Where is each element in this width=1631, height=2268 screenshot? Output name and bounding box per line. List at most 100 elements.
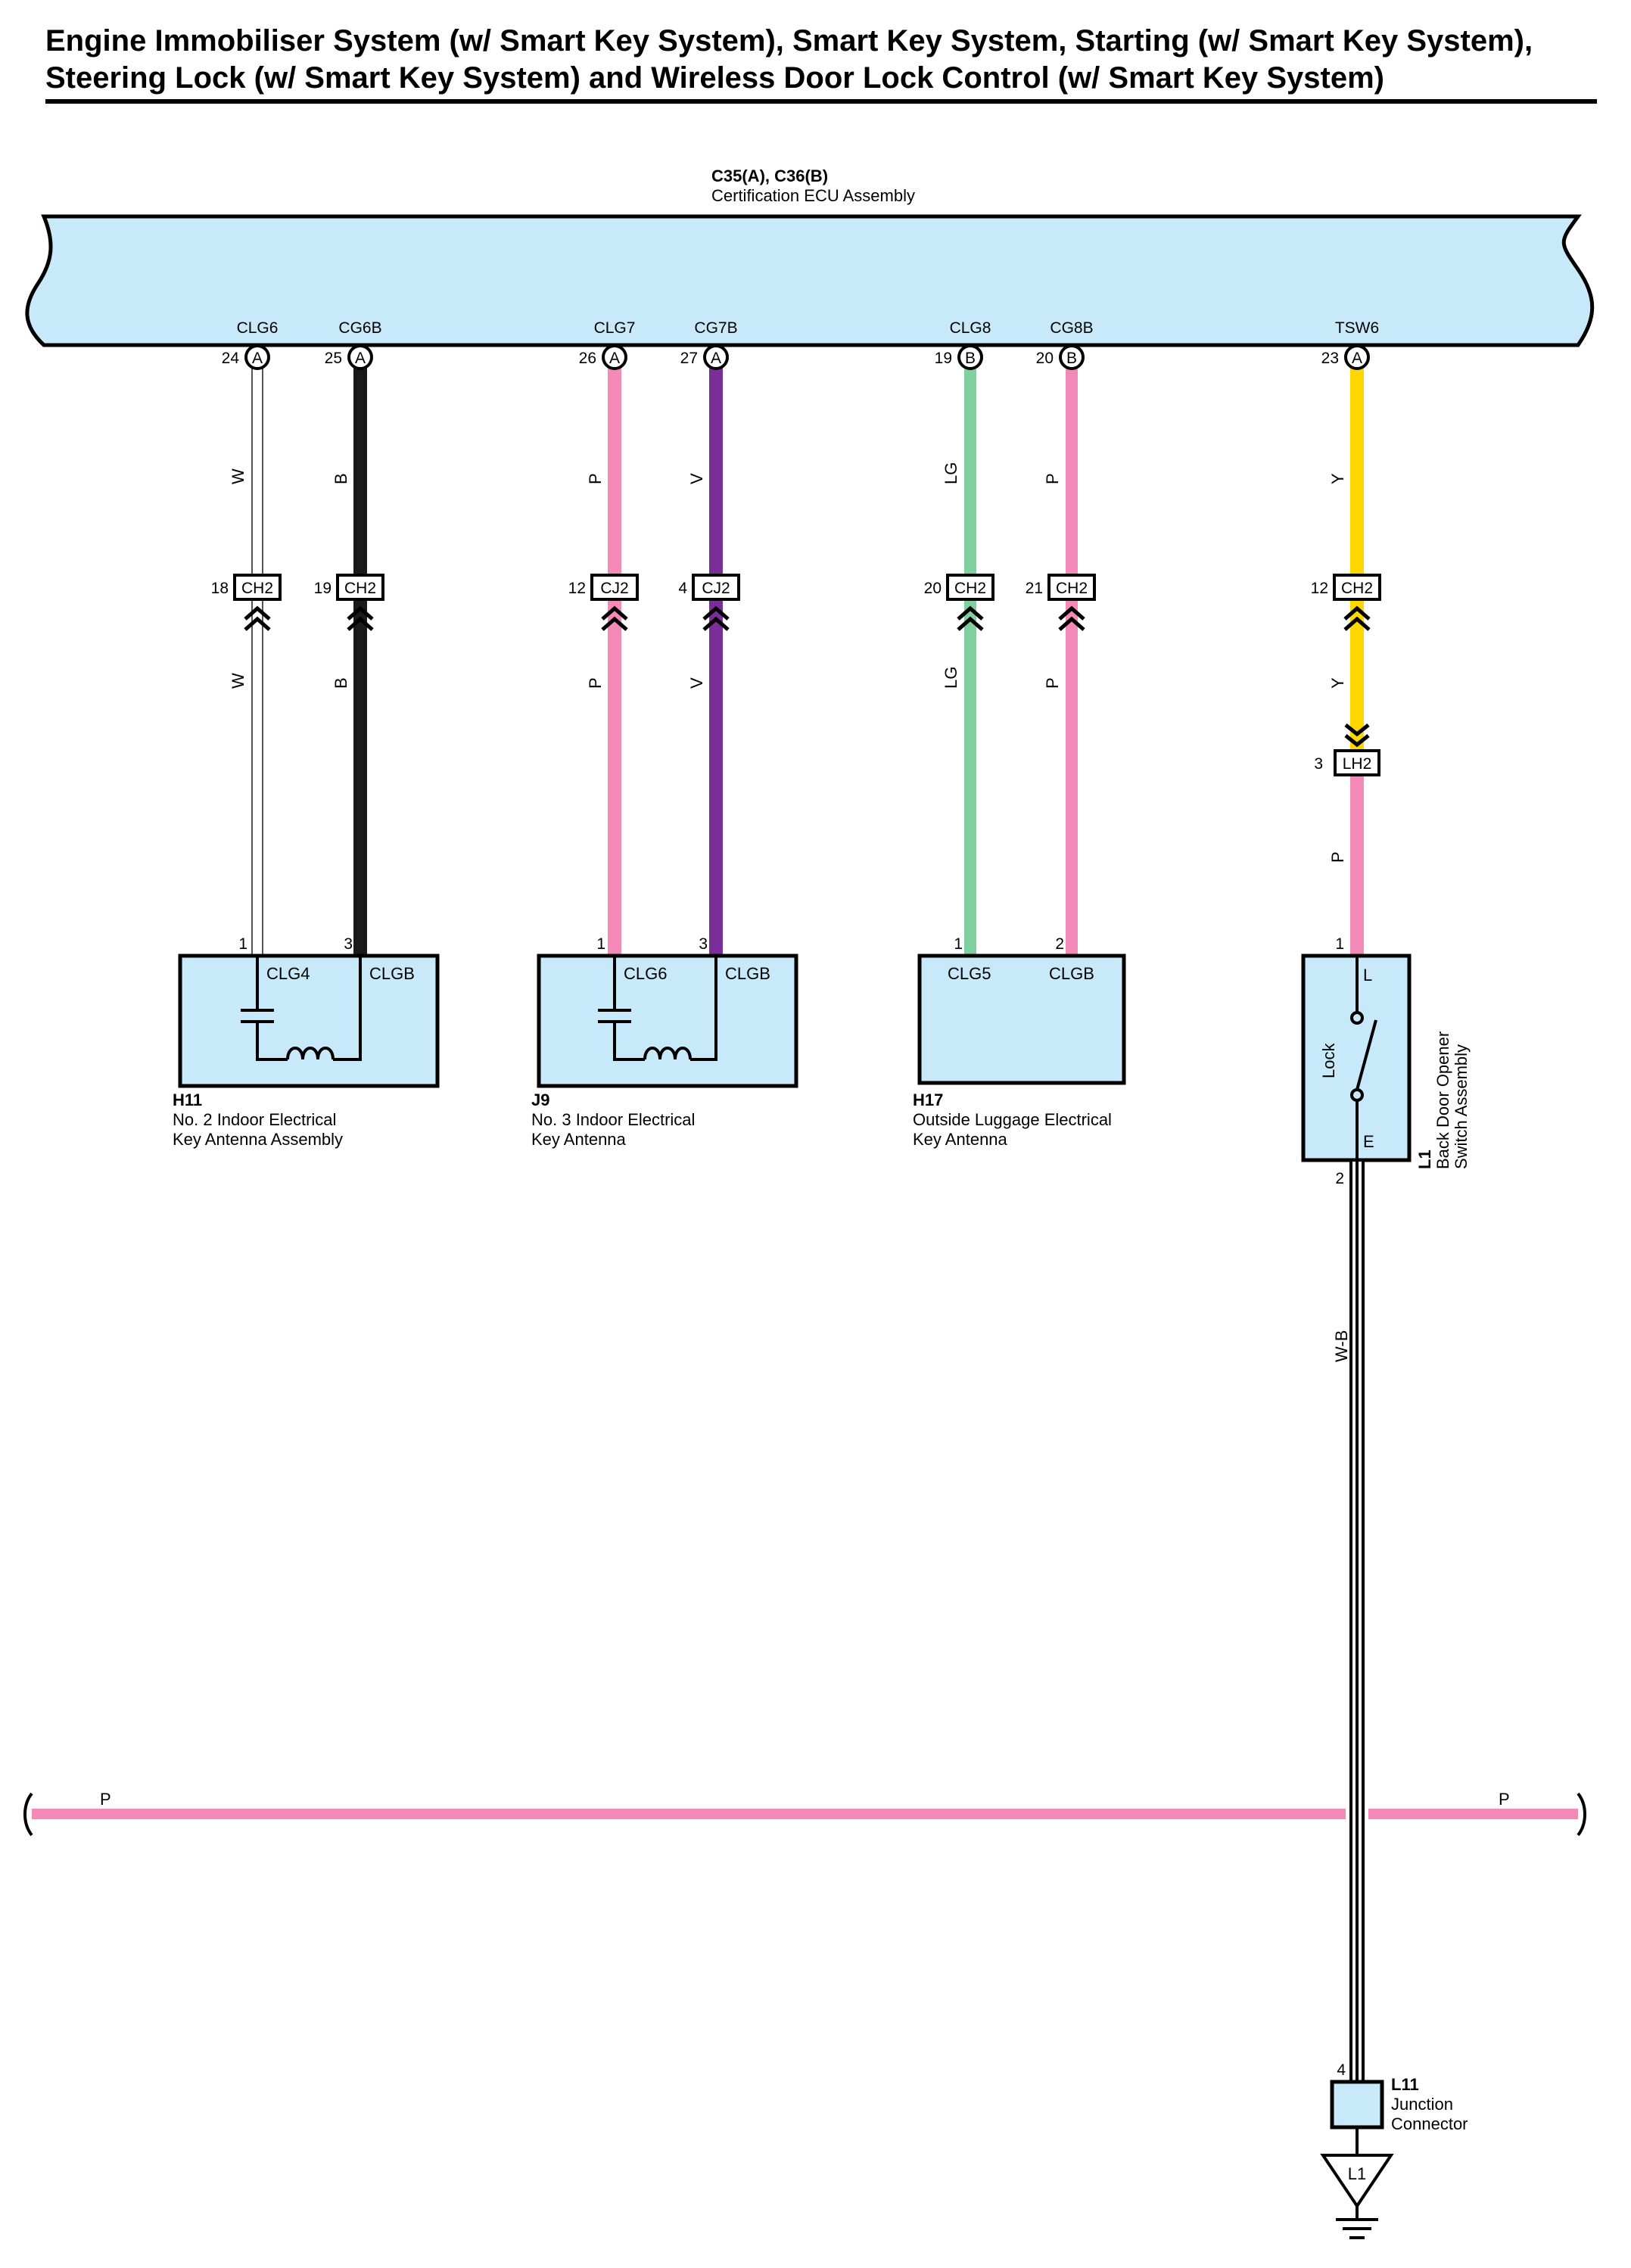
h11-pin-right: 3 <box>344 935 353 953</box>
j9-code: J9 <box>531 1090 549 1109</box>
wire-4-upper-label: LG <box>942 462 960 484</box>
ecu-terminal-3-circle <box>703 344 729 370</box>
switch-icon <box>1350 956 1377 1160</box>
h11-code: H11 <box>173 1090 202 1109</box>
j9-box <box>537 954 798 1088</box>
j9-term-left: CLG6 <box>624 964 667 983</box>
lh2-connector: LH2 3 <box>1314 723 1380 776</box>
junction-1-name: CH2 <box>344 580 376 597</box>
wire-2-upper-label: P <box>586 473 605 484</box>
l1-pin-bottom: 2 <box>1335 1170 1344 1187</box>
junction-0-box <box>233 574 282 601</box>
wire-lh2-p-label: P <box>1328 851 1347 863</box>
junction-4-name: CH2 <box>954 580 986 597</box>
l1-term-bottom: E <box>1363 1132 1374 1151</box>
h17-code: H17 <box>913 1090 943 1109</box>
ecu-terminal-2-conn: A <box>609 350 620 367</box>
h17-name-1: Outside Luggage Electrical <box>913 1110 1112 1129</box>
ecu-terminal-4-name: CLG8 <box>950 319 991 337</box>
j9-name-1: No. 3 Indoor Electrical <box>531 1110 695 1129</box>
h17-term-right: CLGB <box>1049 964 1094 983</box>
l11-pin: 4 <box>1337 2061 1346 2079</box>
ecu-terminal-0-pin: 24 <box>222 350 240 367</box>
component-h11: 1 3 CLG4 CLGB H11 No. 2 Indoor Electrica… <box>173 935 440 1149</box>
ecu-terminal-3-conn: A <box>711 350 721 367</box>
h17-pin-right: 2 <box>1055 935 1064 953</box>
page-title: Engine Immobiliser System (w/ Smart Key … <box>45 23 1597 97</box>
junction-5-box <box>1047 574 1096 601</box>
h11-name-1: No. 2 Indoor Electrical <box>173 1110 336 1129</box>
ecu-terminal-2-pin: 26 <box>579 350 596 367</box>
j9-term-right: CLGB <box>725 964 770 983</box>
junction-6-chevron-icon <box>1343 605 1371 631</box>
h11-box <box>178 954 440 1088</box>
bus-break-left-icon <box>23 1792 33 1837</box>
bus-label-right: P <box>1499 1790 1510 1809</box>
ecu-terminal-6-pin: 23 <box>1321 350 1339 367</box>
l1-term-top: L <box>1363 966 1372 985</box>
ecu-box <box>25 214 1595 347</box>
wire-w-b: W-B <box>1332 1159 1365 2083</box>
ecu-terminal-5-name: CG8B <box>1050 319 1093 337</box>
ground-triangle-icon <box>1320 2154 1394 2209</box>
junction-5-name: CH2 <box>1056 580 1088 597</box>
ecu-terminal-6-circle <box>1344 344 1370 370</box>
j9-pin-left: 1 <box>596 935 605 953</box>
lh2-name: LH2 <box>1343 755 1372 773</box>
ground-icon <box>1336 2206 1378 2239</box>
lh2-chevron-icon <box>1344 723 1370 748</box>
ecu-terminal-2-circle <box>602 344 627 370</box>
bus-label-left: P <box>100 1790 111 1809</box>
ecu-terminal-0-conn: A <box>252 350 263 367</box>
ecu-terminal-5-circle <box>1059 344 1085 370</box>
junction-4-chevron-icon <box>957 605 984 631</box>
junction-5-pin: 21 <box>1026 580 1043 597</box>
junction-0-pin: 18 <box>211 580 229 597</box>
junction-1-chevron-icon <box>347 605 374 631</box>
ecu-terminal-3-name: CG7B <box>694 319 737 337</box>
h11-term-left: CLG4 <box>266 964 310 983</box>
junction-2-chevron-icon <box>601 605 628 631</box>
junction-0-chevron-icon <box>244 605 271 631</box>
h17-name-2: Key Antenna <box>913 1130 1008 1149</box>
wire-6-lower-label: Y <box>1328 677 1347 689</box>
p-bus: P P <box>23 1790 1586 1837</box>
junction-2-name: CJ2 <box>600 580 628 597</box>
component-l1: 1 2 L E Lock L1 Back Door Opener Switch … <box>1301 935 1471 1187</box>
wire-2-lower-label: P <box>586 677 605 689</box>
title-underline <box>45 99 1597 104</box>
l11-code: L11 <box>1391 2075 1419 2094</box>
junction-3-box <box>692 574 740 601</box>
h17-pin-left: 1 <box>954 935 963 953</box>
h17-box <box>917 954 1126 1085</box>
junction-3-name: CJ2 <box>702 580 730 597</box>
h11-name-2: Key Antenna Assembly <box>173 1130 343 1149</box>
wire-1-lower-label: B <box>331 677 350 689</box>
bus-break-right-icon <box>1577 1792 1586 1837</box>
ecu-terminal-5-conn: B <box>1066 350 1077 367</box>
l1-code: L1 <box>1415 1150 1434 1169</box>
component-j9: 1 3 CLG6 CLGB J9 No. 3 Indoor Electrical… <box>531 935 798 1149</box>
page-title-line-2: Steering Lock (w/ Smart Key System) and … <box>45 61 1385 95</box>
wire-5-upper-label: P <box>1043 473 1062 484</box>
ecu-terminal-1-pin: 25 <box>325 350 342 367</box>
ecu-terminal-3-pin: 27 <box>680 350 698 367</box>
junction-1-pin: 19 <box>314 580 331 597</box>
wire-5-lower-label: P <box>1043 677 1062 689</box>
l1-switch-label: Lock <box>1319 1043 1338 1078</box>
l1-name-2: Switch Assembly <box>1452 1044 1471 1169</box>
ground-label: L1 <box>1348 2164 1366 2183</box>
ecu-terminal-4-conn: B <box>965 350 976 367</box>
junction-2-box <box>590 574 639 601</box>
component-l11: 4 L11 Junction Connector L1 <box>1320 2061 1468 2239</box>
ecu-terminal-0-circle <box>244 344 270 370</box>
junction-3-pin: 4 <box>678 580 687 597</box>
ecu-terminal-4-circle <box>957 344 983 370</box>
h17-term-left: CLG5 <box>948 964 991 983</box>
page-title-line-1: Engine Immobiliser System (w/ Smart Key … <box>45 24 1533 58</box>
ecu-terminal-4-pin: 19 <box>935 350 952 367</box>
l11-name-1: Junction <box>1391 2095 1453 2114</box>
wire-0-lower-label: W <box>229 673 247 689</box>
